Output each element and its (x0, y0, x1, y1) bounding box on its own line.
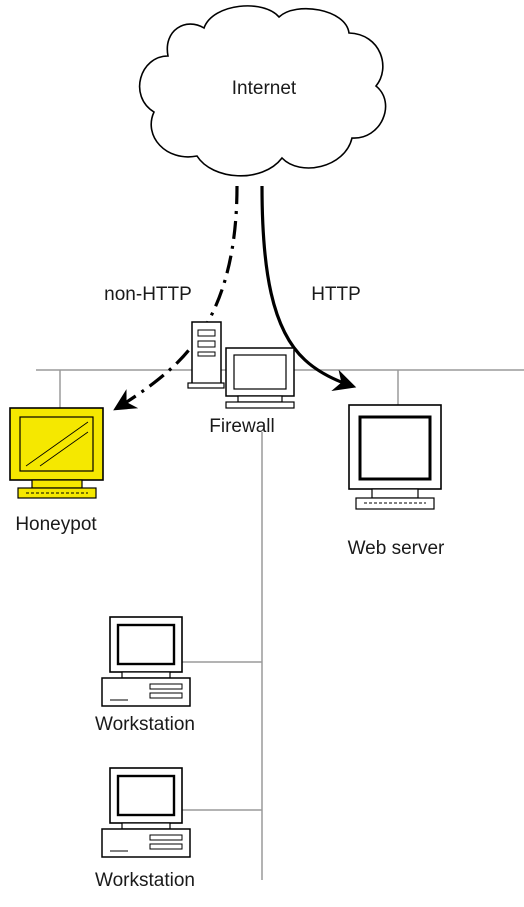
non-http-label: non-HTTP (104, 284, 192, 305)
http-flow-arrow (260, 185, 357, 391)
workstation-1-computer-icon (101, 616, 191, 707)
http-label: HTTP (311, 284, 361, 305)
firewall-computer-icon (187, 321, 295, 409)
honeypot-computer-icon (9, 407, 104, 499)
workstation-2-label: Workstation (95, 870, 195, 891)
workstation-1-label: Workstation (95, 714, 195, 735)
internet-label: Internet (232, 78, 297, 99)
internet-cloud: Internet (138, 5, 387, 177)
web-server-computer-icon (348, 404, 442, 510)
honeypot-label: Honeypot (15, 514, 97, 535)
network-cabling (36, 369, 524, 880)
workstation-2-computer-icon (101, 767, 191, 858)
web-server-label: Web server (348, 538, 445, 559)
non-http-flow-arrow (113, 185, 239, 411)
firewall-label: Firewall (209, 416, 274, 437)
